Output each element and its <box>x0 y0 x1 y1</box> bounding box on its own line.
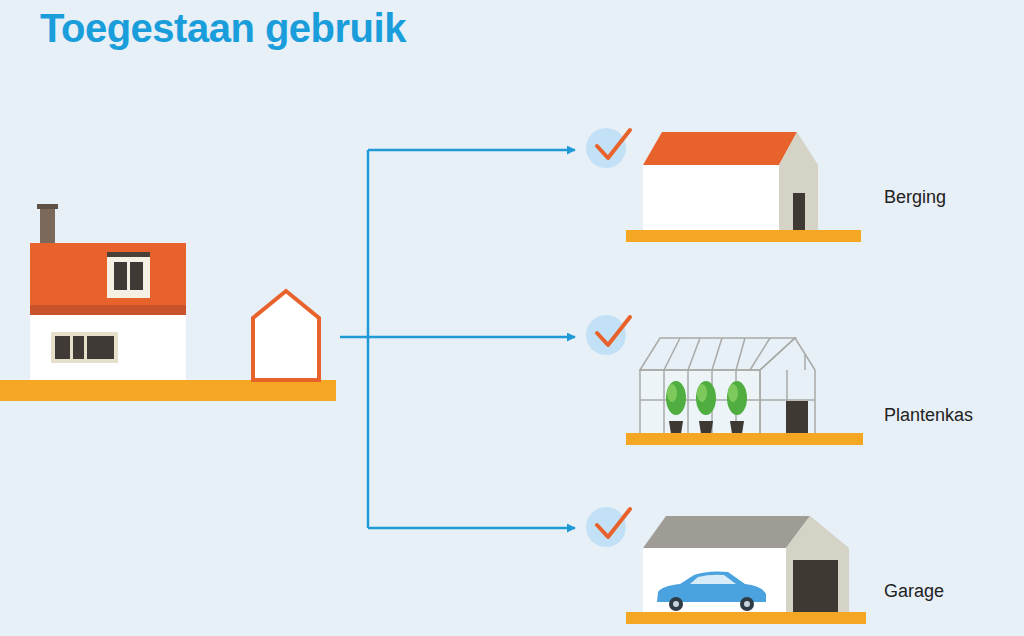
check-marks <box>586 128 630 547</box>
shed <box>626 132 861 242</box>
house <box>30 204 186 381</box>
garage <box>626 516 866 624</box>
outbuilding-outline <box>253 291 319 380</box>
greenhouse <box>626 338 863 445</box>
ground <box>0 380 336 401</box>
building-label: Berging <box>884 187 946 208</box>
building-label: Garage <box>884 581 944 602</box>
title: Toegestaan gebruik <box>40 6 406 51</box>
arrows <box>340 150 575 528</box>
building-label: Plantenkas <box>884 405 973 426</box>
